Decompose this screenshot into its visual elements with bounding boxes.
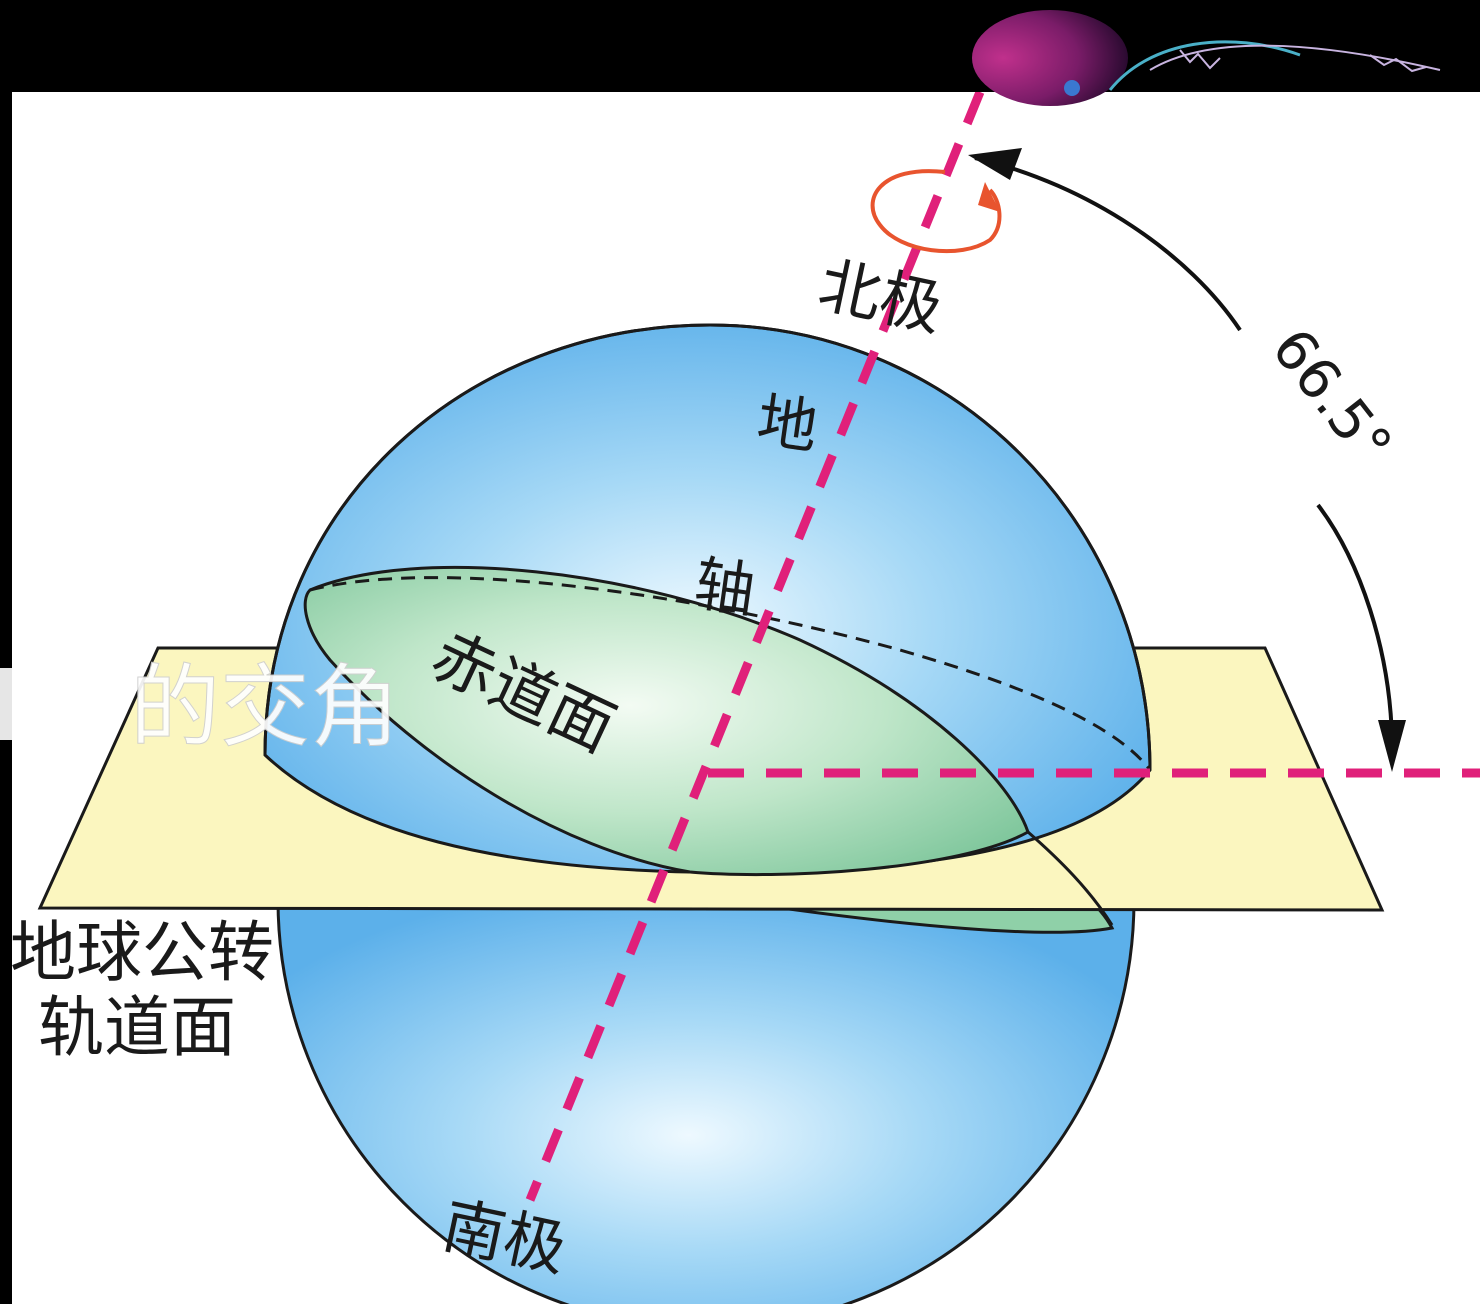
overlay-caption: 的交角 (130, 655, 400, 760)
arrowhead-down (1378, 720, 1406, 772)
angle-arc (968, 148, 1406, 772)
arrowhead-up (968, 148, 1022, 180)
globe-outline (263, 323, 1152, 771)
earth-axis (525, 92, 985, 1202)
axis-label-char-1: 地 (753, 386, 822, 464)
overlay-caption-fragment (0, 668, 14, 740)
globe-lower (276, 898, 1136, 1304)
decorative-nebula-image (972, 10, 1441, 106)
rotation-arrow-icon (870, 169, 1002, 254)
orbit-plane-label-line1: 地球公转 (10, 914, 274, 991)
orbit-plane-label-line2: 轨道面 (38, 989, 236, 1066)
equator-plane (303, 565, 1152, 926)
axis-label-char-2: 轴 (690, 549, 759, 627)
